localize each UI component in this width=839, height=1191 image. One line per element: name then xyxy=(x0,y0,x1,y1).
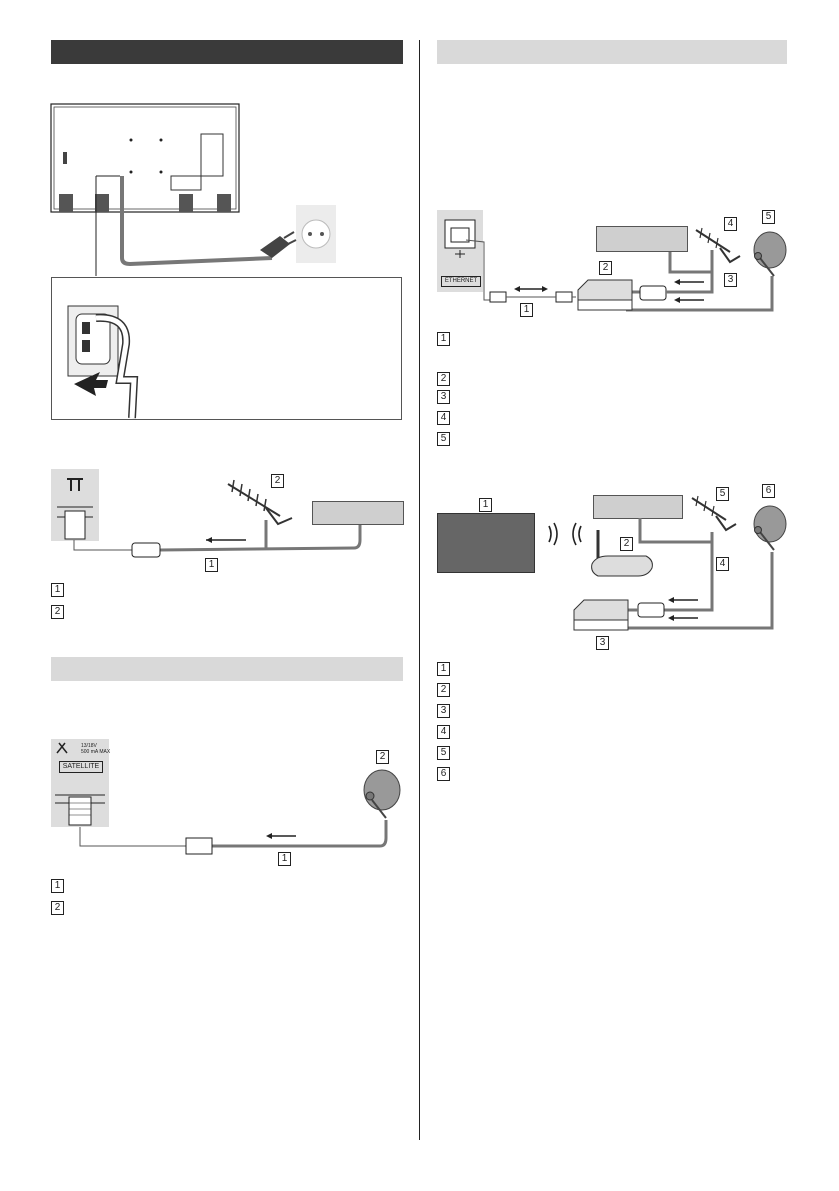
tv-rear-illustration xyxy=(50,103,240,214)
antenna-icon-3 xyxy=(690,495,740,536)
section-header-satellite xyxy=(51,657,403,681)
section-header-power xyxy=(51,40,403,64)
callout-wired-4: 4 xyxy=(724,217,737,231)
satellite-terminal-panel: 13/18V 500 mA MAX SATELLITE xyxy=(51,739,111,827)
satellite-rating-current: 500 mA MAX xyxy=(81,749,111,755)
callout-wired-1: 1 xyxy=(520,303,533,317)
router-icon xyxy=(588,526,654,580)
wireless-signal-icon xyxy=(545,520,585,548)
callout-wired-2: 2 xyxy=(599,261,612,275)
ethernet-port-label: ETHERNET xyxy=(441,276,481,287)
satellite-dish-icon xyxy=(358,768,402,822)
legend-wireless-5: 5 xyxy=(437,746,450,760)
building-roof-box-3 xyxy=(593,495,683,519)
callout-wireless-2: 2 xyxy=(620,537,633,551)
mains-plug-icon xyxy=(258,222,298,262)
legend-wireless-1: 1 xyxy=(437,662,450,676)
satellite-dish-icon-2 xyxy=(748,228,788,280)
callout-wireless-3: 3 xyxy=(596,636,609,650)
antenna-icon xyxy=(226,478,300,538)
ac-inlet-detail-box xyxy=(51,277,402,420)
legend-aerial-1: 1 xyxy=(51,583,64,597)
antenna-icon-2 xyxy=(694,227,744,268)
legend-aerial-2: 2 xyxy=(51,605,64,619)
legend-satellite-1: 1 xyxy=(51,879,64,893)
legend-wireless-3: 3 xyxy=(437,704,450,718)
legend-wireless-6: 6 xyxy=(437,767,450,781)
legend-wired-4: 4 xyxy=(437,411,450,425)
callout-wireless-4: 4 xyxy=(716,557,729,571)
column-divider xyxy=(419,40,420,1140)
satellite-port-label: SATELLITE xyxy=(59,761,103,773)
callout-satellite-2: 2 xyxy=(376,750,389,764)
tv-screen-icon xyxy=(437,513,535,573)
callout-satellite-1: 1 xyxy=(278,852,291,866)
legend-wireless-4: 4 xyxy=(437,725,450,739)
callout-aerial-2: 2 xyxy=(271,474,284,488)
satellite-cable xyxy=(79,820,388,855)
callout-wireless-1: 1 xyxy=(479,498,492,512)
callout-wired-5: 5 xyxy=(762,210,775,224)
legend-wired-3: 3 xyxy=(437,390,450,404)
legend-wired-2: 2 xyxy=(437,372,450,386)
aerial-cable xyxy=(73,520,362,558)
set-top-box-icon xyxy=(576,278,634,312)
callout-wired-3: 3 xyxy=(724,273,737,287)
section-header-network xyxy=(437,40,787,64)
callout-aerial-1: 1 xyxy=(205,558,218,572)
power-cable xyxy=(95,175,273,276)
wall-socket-icon xyxy=(296,205,336,263)
aerial-terminal-panel xyxy=(51,469,99,541)
wireless-network-cables xyxy=(628,518,774,630)
wired-network-cables xyxy=(465,239,774,312)
building-roof-box-2 xyxy=(596,226,688,252)
ethernet-terminal-panel: ETHERNET xyxy=(437,210,483,292)
satellite-rating-voltage: 13/18V xyxy=(81,743,97,749)
callout-wireless-6: 6 xyxy=(762,484,775,498)
callout-wireless-5: 5 xyxy=(716,487,729,501)
legend-satellite-2: 2 xyxy=(51,901,64,915)
building-roof-box xyxy=(312,501,404,525)
legend-wired-5: 5 xyxy=(437,432,450,446)
satellite-dish-icon-3 xyxy=(748,502,788,554)
set-top-box-icon-2 xyxy=(572,598,630,632)
legend-wireless-2: 2 xyxy=(437,683,450,697)
legend-wired-1: 1 xyxy=(437,332,450,346)
